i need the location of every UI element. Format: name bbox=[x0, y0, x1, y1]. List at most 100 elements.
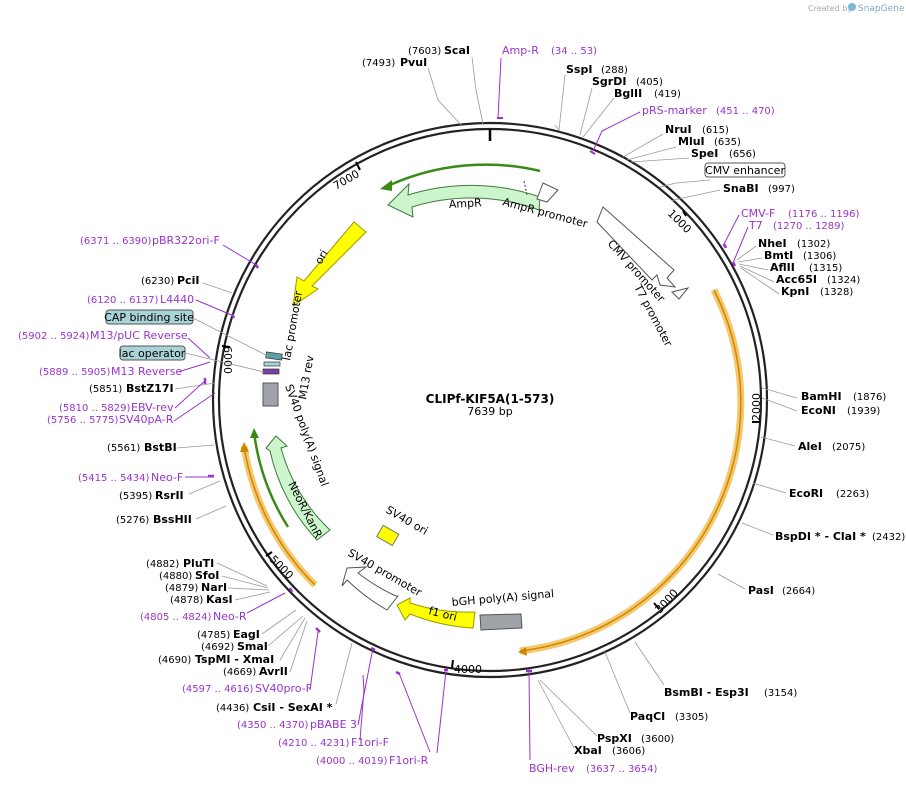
enzyme-snabi-name[interactable]: SnaBI bbox=[723, 182, 759, 195]
enzyme-tspmi-xmai-pos[interactable]: (4690) bbox=[158, 655, 191, 666]
primer-cmv-f-range[interactable]: (1176 .. 1196) bbox=[788, 209, 860, 220]
enzyme-acc65i-name[interactable]: Acc65I bbox=[776, 273, 817, 286]
enzyme-bglii-name[interactable]: BglII bbox=[614, 87, 642, 100]
enzyme-pasi-name[interactable]: PasI bbox=[748, 584, 774, 597]
enzyme-bmti-name[interactable]: BmtI bbox=[764, 249, 793, 262]
primer-l4440-name[interactable]: L4440 bbox=[160, 293, 194, 306]
primer-m13-puc-reverse-name[interactable]: M13/pUC Reverse bbox=[90, 329, 188, 342]
enzyme-pvui-name[interactable]: PvuI bbox=[400, 56, 427, 69]
primer-neo-r-name[interactable]: Neo-R bbox=[213, 610, 247, 623]
enzyme-spei-name[interactable]: SpeI bbox=[691, 147, 718, 160]
primer-amp-r-range[interactable]: (34 .. 53) bbox=[551, 46, 597, 57]
enzyme-sspi-name[interactable]: SspI bbox=[566, 63, 592, 76]
enzyme-xbai-pos[interactable]: (3606) bbox=[612, 746, 645, 757]
primer-ebv-rev-name[interactable]: EBV-rev bbox=[131, 401, 174, 414]
enzyme-pcii-pos[interactable]: (6230) bbox=[141, 276, 174, 287]
primer-m13-puc-reverse-range[interactable]: (5902 .. 5924) bbox=[18, 331, 90, 342]
primer-bgh-rev-range[interactable]: (3637 .. 3654) bbox=[586, 764, 658, 775]
primer-ebv-rev-range[interactable]: (5810 .. 5829) bbox=[59, 403, 131, 414]
enzyme-sspi-pos[interactable]: (288) bbox=[601, 65, 628, 76]
enzyme-bsmbi-esp3i-pos[interactable]: (3154) bbox=[764, 688, 797, 699]
enzyme-nrui-pos[interactable]: (615) bbox=[702, 125, 729, 136]
enzyme-mlui-pos[interactable]: (635) bbox=[714, 137, 741, 148]
primer-t7-range[interactable]: (1270 .. 1289) bbox=[773, 221, 845, 232]
enzyme-aflii-pos[interactable]: (1315) bbox=[809, 263, 842, 274]
primer-sv40pa-r-name[interactable]: SV40pA-R bbox=[119, 413, 174, 426]
enzyme-nhei-name[interactable]: NheI bbox=[758, 237, 787, 250]
enzyme-bsshii-pos[interactable]: (5276) bbox=[116, 515, 149, 526]
enzyme-bsshii-name[interactable]: BssHII bbox=[153, 513, 192, 526]
primer-l4440-range[interactable]: (6120 .. 6137) bbox=[87, 295, 159, 306]
enzyme-nrui-name[interactable]: NruI bbox=[665, 123, 692, 136]
enzyme-eagi-pos[interactable]: (4785) bbox=[197, 630, 230, 641]
enzyme-bstz17i-name[interactable]: BstZ17I bbox=[126, 382, 174, 395]
primer-t7-name[interactable]: T7 bbox=[748, 219, 763, 232]
enzyme-eagi-name[interactable]: EagI bbox=[233, 628, 260, 641]
enzyme-sfoi-name[interactable]: SfoI bbox=[195, 569, 219, 582]
primer-f1ori-f-range[interactable]: (4210 .. 4231) bbox=[278, 738, 350, 749]
enzyme-sgrdi-pos[interactable]: (405) bbox=[636, 77, 663, 88]
enzyme-alei-name[interactable]: AleI bbox=[798, 440, 822, 453]
primer-cmv-f-name[interactable]: CMV-F bbox=[741, 207, 775, 220]
primer-f1ori-r-range[interactable]: (4000 .. 4019) bbox=[316, 756, 388, 767]
primer-neo-f-range[interactable]: (5415 .. 5434) bbox=[78, 473, 150, 484]
enzyme-scai-pos[interactable]: (7603) bbox=[408, 46, 441, 57]
primer-amp-r-name[interactable]: Amp-R bbox=[502, 44, 539, 57]
enzyme-pluti-name[interactable]: PluTI bbox=[183, 557, 214, 570]
primer-bgh-rev-name[interactable]: BGH-rev bbox=[529, 762, 575, 775]
enzyme-bspdi-clai-name[interactable]: BspDI * - ClaI * bbox=[775, 530, 866, 543]
enzyme-bmti-pos[interactable]: (1306) bbox=[803, 251, 836, 262]
primer-pbr322ori-f-range[interactable]: (6371 .. 6390) bbox=[80, 236, 152, 247]
enzyme-csii-sexai-pos[interactable]: (4436) bbox=[216, 703, 249, 714]
enzyme-ecori-pos[interactable]: (2263) bbox=[836, 489, 869, 500]
enzyme-nhei-pos[interactable]: (1302) bbox=[797, 239, 830, 250]
enzyme-avrii-pos[interactable]: (4669) bbox=[223, 667, 256, 678]
enzyme-sgrdi-name[interactable]: SgrDI bbox=[592, 75, 626, 88]
primer-prs-marker-name[interactable]: pRS-marker bbox=[642, 104, 707, 117]
enzyme-kpni-pos[interactable]: (1328) bbox=[820, 287, 853, 298]
enzyme-pspxi-pos[interactable]: (3600) bbox=[641, 734, 674, 745]
enzyme-pluti-pos[interactable]: (4882) bbox=[146, 559, 179, 570]
primer-sv40pro-f-name[interactable]: SV40pro-F bbox=[255, 682, 312, 695]
primer-pbr322ori-f-name[interactable]: pBR322ori-F bbox=[152, 234, 220, 247]
primer-pbabe3-range[interactable]: (4350 .. 4370) bbox=[237, 720, 309, 731]
enzyme-bsmbi-esp3i-name[interactable]: BsmBI - Esp3I bbox=[664, 686, 749, 699]
enzyme-bstz17i-pos[interactable]: (5851) bbox=[89, 384, 122, 395]
enzyme-nari-pos[interactable]: (4879) bbox=[165, 583, 198, 594]
enzyme-alei-pos[interactable]: (2075) bbox=[832, 442, 865, 453]
enzyme-pasi-pos[interactable]: (2664) bbox=[782, 586, 815, 597]
primer-sv40pa-r-range[interactable]: (5756 .. 5775) bbox=[47, 415, 119, 426]
enzyme-rsrii-name[interactable]: RsrII bbox=[155, 489, 184, 502]
lac-operator-label[interactable]: lac operator bbox=[119, 347, 186, 360]
cap-binding-site-label[interactable]: CAP binding site bbox=[104, 311, 194, 324]
enzyme-avrii-name[interactable]: AvrII bbox=[259, 665, 288, 678]
enzyme-csii-sexai-name[interactable]: CsiI - SexAI * bbox=[253, 701, 333, 714]
primer-neo-f-name[interactable]: Neo-F bbox=[151, 471, 183, 484]
enzyme-smai-pos[interactable]: (4692) bbox=[201, 642, 234, 653]
enzyme-bglii-pos[interactable]: (419) bbox=[654, 89, 681, 100]
enzyme-kpni-name[interactable]: KpnI bbox=[781, 285, 809, 298]
enzyme-scai-name[interactable]: ScaI bbox=[444, 44, 470, 57]
primer-neo-r-range[interactable]: (4805 .. 4824) bbox=[140, 612, 212, 623]
enzyme-paqci-name[interactable]: PaqCI bbox=[630, 710, 665, 723]
enzyme-mlui-name[interactable]: MluI bbox=[678, 135, 705, 148]
enzyme-pspxi-name[interactable]: PspXI bbox=[597, 732, 632, 745]
enzyme-ecori-name[interactable]: EcoRI bbox=[789, 487, 823, 500]
enzyme-bamhi-pos[interactable]: (1876) bbox=[853, 392, 886, 403]
enzyme-econi-name[interactable]: EcoNI bbox=[801, 404, 836, 417]
enzyme-bspdi-clai-pos[interactable]: (2432) bbox=[872, 532, 905, 543]
primer-f1ori-f-name[interactable]: F1ori-F bbox=[351, 736, 389, 749]
enzyme-econi-pos[interactable]: (1939) bbox=[847, 406, 880, 417]
enzyme-sfoi-pos[interactable]: (4880) bbox=[159, 571, 192, 582]
enzyme-pvui-pos[interactable]: (7493) bbox=[362, 58, 395, 69]
enzyme-kasi-name[interactable]: KasI bbox=[206, 593, 233, 606]
enzyme-rsrii-pos[interactable]: (5395) bbox=[119, 491, 152, 502]
enzyme-bstbi-name[interactable]: BstBI bbox=[144, 441, 177, 454]
enzyme-bamhi-name[interactable]: BamHI bbox=[801, 390, 842, 403]
enzyme-bstbi-pos[interactable]: (5561) bbox=[107, 443, 140, 454]
enzyme-xbai-name[interactable]: XbaI bbox=[574, 744, 602, 757]
enzyme-nari-name[interactable]: NarI bbox=[201, 581, 227, 594]
enzyme-smai-name[interactable]: SmaI bbox=[237, 640, 268, 653]
enzyme-kasi-pos[interactable]: (4878) bbox=[170, 595, 203, 606]
enzyme-aflii-name[interactable]: AflII bbox=[770, 261, 795, 274]
